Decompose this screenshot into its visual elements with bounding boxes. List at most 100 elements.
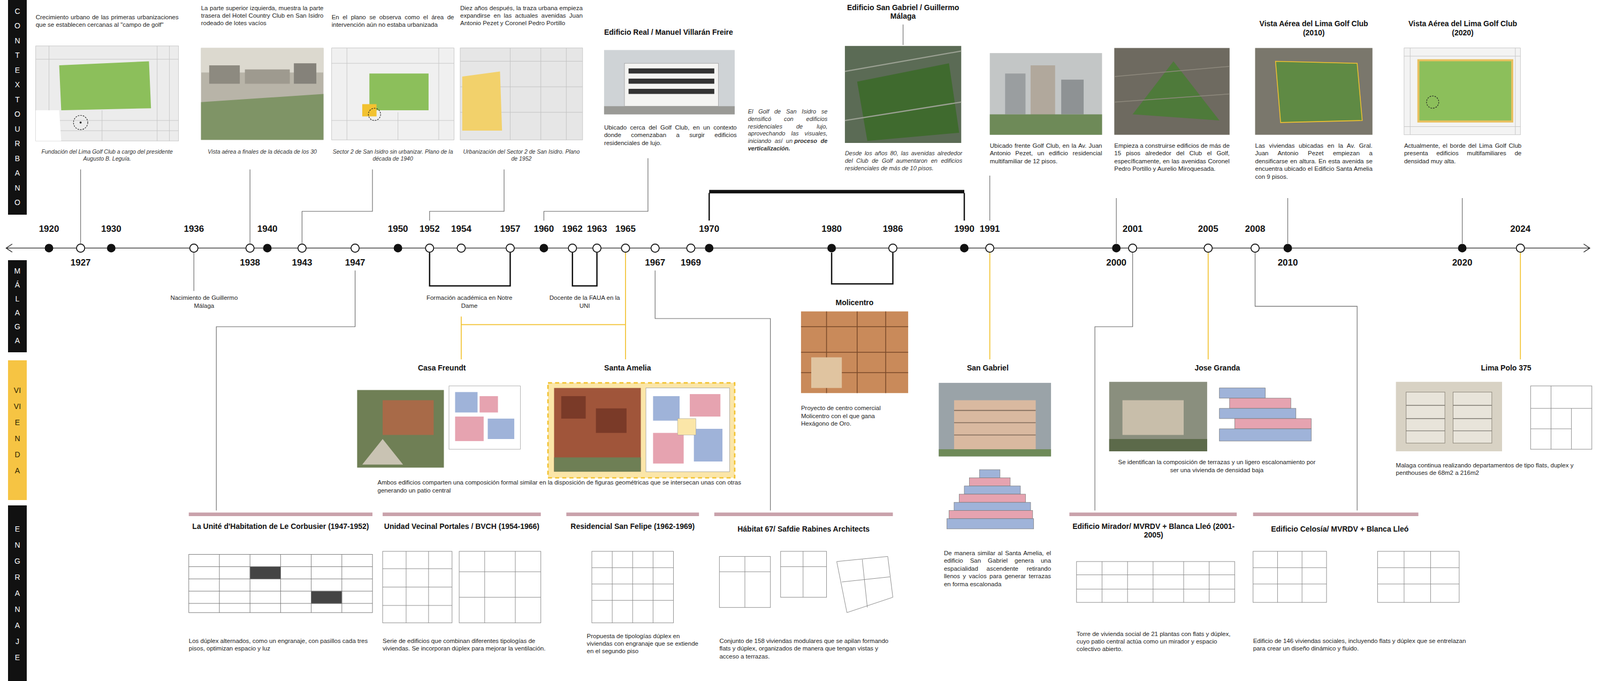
period-bracket <box>831 252 893 284</box>
house-photo <box>356 389 444 468</box>
building-photo <box>1406 391 1445 443</box>
mall-photo <box>801 311 909 394</box>
year-dot-open <box>621 244 630 253</box>
note-text: Formación académica en Notre Dame <box>418 293 521 310</box>
building-photo <box>604 49 735 114</box>
year-dot-open <box>189 244 198 253</box>
year-label: 1980 <box>811 223 852 235</box>
housing-leader <box>989 252 991 360</box>
city-photo <box>1061 79 1084 115</box>
item-title: Casa Freundt <box>400 363 483 373</box>
section-band: CONTEXTO URBANO <box>8 0 27 215</box>
building-photo <box>604 105 735 114</box>
section-drawing <box>188 554 373 613</box>
floor-plan <box>689 393 721 417</box>
floor-plan <box>645 387 730 472</box>
year-dot-open <box>1516 244 1525 253</box>
note-text: Conjunto de 158 viviendas modulares que … <box>719 636 893 660</box>
aerial-photo <box>844 46 962 143</box>
aerial-3d-image <box>1114 66 1230 103</box>
section-band: VIVIENDA <box>8 360 27 500</box>
year-dot-open <box>298 244 307 253</box>
note-text: Torre de vivienda social de 21 plantas c… <box>1076 629 1240 653</box>
section-bar <box>714 512 894 516</box>
plan-drawing <box>1377 551 1460 603</box>
year-dot-open <box>1204 244 1213 253</box>
floor-plan <box>677 418 696 436</box>
item-title: Residencial San Felipe (1962-1969) <box>566 521 699 531</box>
aerial-3d-image <box>1114 48 1230 135</box>
map-image <box>35 46 179 141</box>
mall-photo <box>811 356 842 388</box>
section-diagram <box>969 477 1011 486</box>
year-label: 1952 <box>409 223 451 235</box>
item-title: Molicentro <box>801 298 909 308</box>
house-photo <box>356 389 444 468</box>
house-photo <box>1109 438 1208 452</box>
floor-plan <box>1530 385 1592 449</box>
floor-plan <box>454 391 478 413</box>
year-dot-open <box>506 244 515 253</box>
year-dot-open <box>1128 244 1137 253</box>
building-photo <box>1452 391 1492 443</box>
plan-drawing <box>1076 561 1236 603</box>
item-title: Edificio Mirador/ MVRDV + Blanca Lleó (2… <box>1069 521 1238 540</box>
aerial-photo <box>245 69 291 85</box>
period-bracket <box>429 252 511 286</box>
aerial-3d-image <box>1132 61 1220 121</box>
note-text: Las viviendas ubicadas en la Av. Gral. J… <box>1255 141 1373 181</box>
year-label: 1965 <box>605 223 646 235</box>
building-photo <box>624 63 719 106</box>
map-image <box>369 73 429 111</box>
building-photo <box>561 395 586 419</box>
map-image <box>73 115 88 130</box>
plan-drawing <box>780 551 827 598</box>
band-label: MÁLAGA <box>13 264 21 348</box>
year-label: 2005 <box>1187 223 1229 235</box>
housing-leader <box>625 252 627 360</box>
section-bar <box>1253 512 1419 516</box>
map-image <box>59 61 152 111</box>
leader-line <box>543 158 649 221</box>
item-title: Vista Aérea del Lima Golf Club (2020) <box>1404 19 1522 38</box>
note-text: Los dúplex alternados, como un engranaje… <box>188 636 373 653</box>
plan-drawing <box>719 551 893 613</box>
aerial-photo <box>844 50 962 121</box>
note-text: Desde los años 80, las avenidas alrededo… <box>844 149 963 172</box>
item-title: Edificio Celosía/ MVRDV + Blanca Lleó <box>1253 524 1427 534</box>
year-label: 1962 <box>552 223 593 235</box>
leader-line <box>1461 197 1463 244</box>
image-caption: Fundación del Lima Golf Club a cargo del… <box>35 148 179 163</box>
aerial-3d-image <box>1254 48 1373 135</box>
leader-line <box>216 270 355 510</box>
plan-drawing <box>459 551 542 623</box>
floor-plan <box>448 385 521 449</box>
map-image <box>79 121 82 124</box>
plan-drawing <box>591 551 674 623</box>
map-image <box>460 48 583 141</box>
year-label: 1943 <box>281 257 323 269</box>
building-photo <box>553 387 641 472</box>
section-diagram <box>1234 418 1312 429</box>
floor-plan <box>652 432 684 464</box>
section-diagram <box>947 518 1034 529</box>
year-label: 2020 <box>1441 257 1483 269</box>
building-photo <box>1396 381 1503 452</box>
leader-line <box>989 175 990 221</box>
year-label: 1930 <box>90 223 132 235</box>
year-dot-open <box>456 244 466 253</box>
year-label: 2024 <box>1499 223 1541 235</box>
year-dot-open <box>888 244 897 253</box>
map-image <box>368 108 381 121</box>
plan-drawing <box>591 551 674 623</box>
leader-line <box>80 169 81 244</box>
section-diagram <box>1219 387 1312 441</box>
band-label: CONTEXTO URBANO <box>13 4 21 211</box>
image-caption: Urbanización del Sector 2 de San Isidro.… <box>460 148 583 163</box>
item-title: Vista Aérea del Lima Golf Club (2010) <box>1255 19 1373 38</box>
building-photo <box>553 456 641 472</box>
year-label: 1969 <box>670 257 712 269</box>
map-image <box>331 48 455 141</box>
year-dot-open <box>1251 244 1260 253</box>
map-image <box>331 48 455 141</box>
